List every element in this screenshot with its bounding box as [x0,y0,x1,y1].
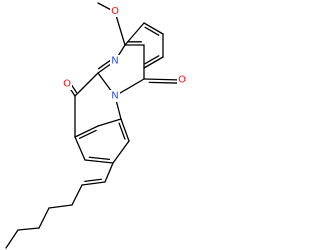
atom-label-n-ring: N [111,56,118,67]
bond-ch5-ch6 [5,229,19,249]
bond-layer [5,2,183,249]
bond-ch3-ch4 [38,207,50,229]
bond-c9-c10 [120,118,130,142]
bond-c6-c7-inner [144,55,160,65]
bond-c15-c8a [74,125,99,138]
bond-o-c1 [114,11,126,46]
bond-c8a-c9 [97,118,122,127]
bond-c14-c15 [74,136,86,161]
atom-label-n-fused: N [111,91,118,102]
atom-label-o-ketone-left: O [63,79,71,90]
bond-n2-c3-inner [97,59,112,70]
bond-ch4-ch5 [17,227,40,231]
bond-c9-c10-inner [118,122,126,140]
bond-c11-ok2 [143,78,183,81]
bond-c10-c13 [112,140,130,164]
atom-n-fused: N [110,90,120,102]
atom-layer: O N N O O [62,5,187,102]
bond-ch1-ch2 [71,184,83,206]
bond-c13-c16 [104,162,114,183]
bond-c3-c3a [74,72,99,97]
atom-n-ring: N [110,55,120,67]
atom-o-ketone-left: O [62,78,72,90]
bond-c13-c14 [84,159,114,164]
bond-c11-ok2-inner [148,81,178,84]
bond-c6-c7 [143,56,164,69]
bond-c4a-c5 [143,22,164,35]
atom-o-ketone-right: O [177,74,187,86]
bond-c16-ch1-inner [84,178,103,183]
bond-c15-c8a-inner [78,129,97,139]
bond-c4a-c5-inner [144,26,160,36]
bond-c13-c14-inner [88,156,111,161]
molecule-structure: O N N O O [5,2,187,249]
atom-label-o-ketone-right: O [178,75,186,86]
atom-o-methoxy: O [110,5,120,17]
bond-c16-ch1 [81,181,106,186]
atom-label-o-methoxy: O [111,6,119,17]
bond-ch2-ch3 [48,204,73,209]
